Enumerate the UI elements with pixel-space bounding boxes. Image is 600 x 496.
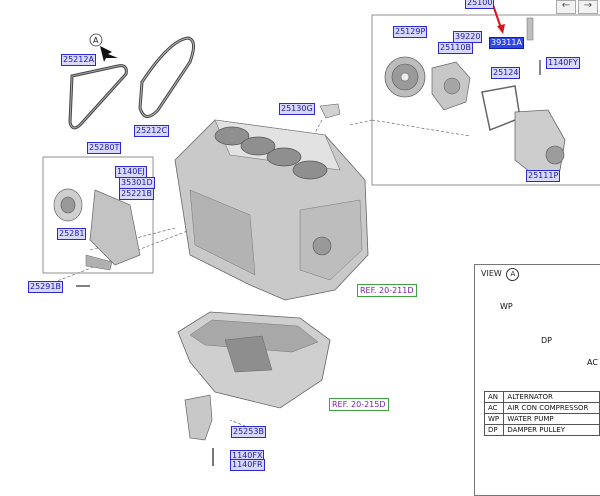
view-a-callout-letter: A [93,36,99,45]
legend-description: WATER PUMP [503,413,600,425]
pulley-label-wp: WP [500,302,513,311]
part-label-1140FY[interactable]: 1140FY [546,57,580,69]
part-label-25212A[interactable]: 25212A [61,54,96,66]
legend-description: DAMPER PULLEY [503,424,600,436]
cylinder-block [174,119,369,301]
arrow-left-icon: ← [561,0,571,11]
part-label-25221B[interactable]: 25221B [119,188,154,200]
abbreviation-legend-table: AN ALTERNATOR AC AIR CON COMPRESSOR WP W… [483,391,600,436]
view-direction-arrow-icon [100,46,118,62]
legend-code: WP [483,413,505,425]
legend-code: AC [483,402,505,414]
part-label-25280T[interactable]: 25280T [87,142,122,154]
view-a-panel [474,264,600,496]
legend-row: AC AIR CON COMPRESSOR [483,402,600,414]
back-button[interactable]: ← [556,0,576,14]
bracket-inset-frame [42,156,154,274]
legend-description: ALTERNATOR [503,391,600,403]
part-label-25212C[interactable]: 25212C [134,125,170,137]
part-label-25110B[interactable]: 25110B [438,42,473,54]
legend-row: WP WATER PUMP [483,413,600,425]
pulley-label-ac: AC [587,358,598,367]
part-label-25100[interactable]: 25100 [465,0,495,9]
part-label-39311A-highlighted[interactable]: 39311A [489,37,524,49]
part-label-25111P[interactable]: 25111P [526,170,561,182]
forward-button[interactable]: → [578,0,598,14]
part-label-25129P[interactable]: 25129P [393,26,428,38]
legend-code: AN [483,391,505,403]
view-a-header: VIEW A [481,268,520,281]
part-label-25130G[interactable]: 25130G [279,103,315,115]
part-label-25253B[interactable]: 25253B [231,426,266,438]
arrow-right-icon: → [583,0,593,11]
part-label-25291B[interactable]: 25291B [28,281,63,293]
legend-row: AN ALTERNATOR [483,391,600,403]
legend-row: DP DAMPER PULLEY [483,424,600,436]
reference-link-20-215D[interactable]: REF. 20-215D [329,398,389,411]
legend-description: AIR CON COMPRESSOR [503,402,600,414]
water-pump-inset-parts [384,17,566,177]
oil-pan [177,311,331,409]
part-label-25124[interactable]: 25124 [491,67,521,79]
view-a-callout-circle [89,33,103,47]
highlight-pointer-arrow-icon [492,4,505,34]
drive-belt-inner [69,65,127,129]
reference-link-20-211D[interactable]: REF. 20-211D [357,284,417,297]
legend-code: DP [483,424,505,436]
part-label-25281[interactable]: 25281 [57,228,87,240]
view-title: VIEW [481,269,502,278]
drive-belt-25212C [138,36,195,118]
part-label-1140FR[interactable]: 1140FR [230,459,265,471]
drive-belt-25212C-inner [139,37,194,117]
alternator-bracket-assembly [53,188,141,271]
bracket-25253B [184,394,213,441]
water-pump-inset-frame [371,14,600,186]
view-letter-badge: A [506,268,520,281]
pulley-label-dp: DP [541,336,552,345]
gasket-25130G [319,103,341,119]
